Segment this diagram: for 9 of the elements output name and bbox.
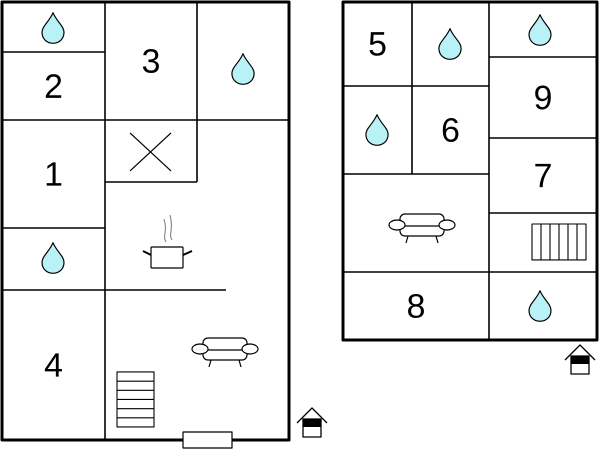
room-number: 9 <box>535 86 551 110</box>
room-number: 4 <box>44 353 62 377</box>
room-number: 5 <box>369 32 386 56</box>
room-number: 2 <box>46 74 62 98</box>
room-number: 3 <box>142 49 159 73</box>
room-number: 8 <box>408 294 424 318</box>
room-number: 6 <box>442 118 458 142</box>
room-number: 1 <box>46 162 62 186</box>
room-number: 7 <box>535 164 551 188</box>
